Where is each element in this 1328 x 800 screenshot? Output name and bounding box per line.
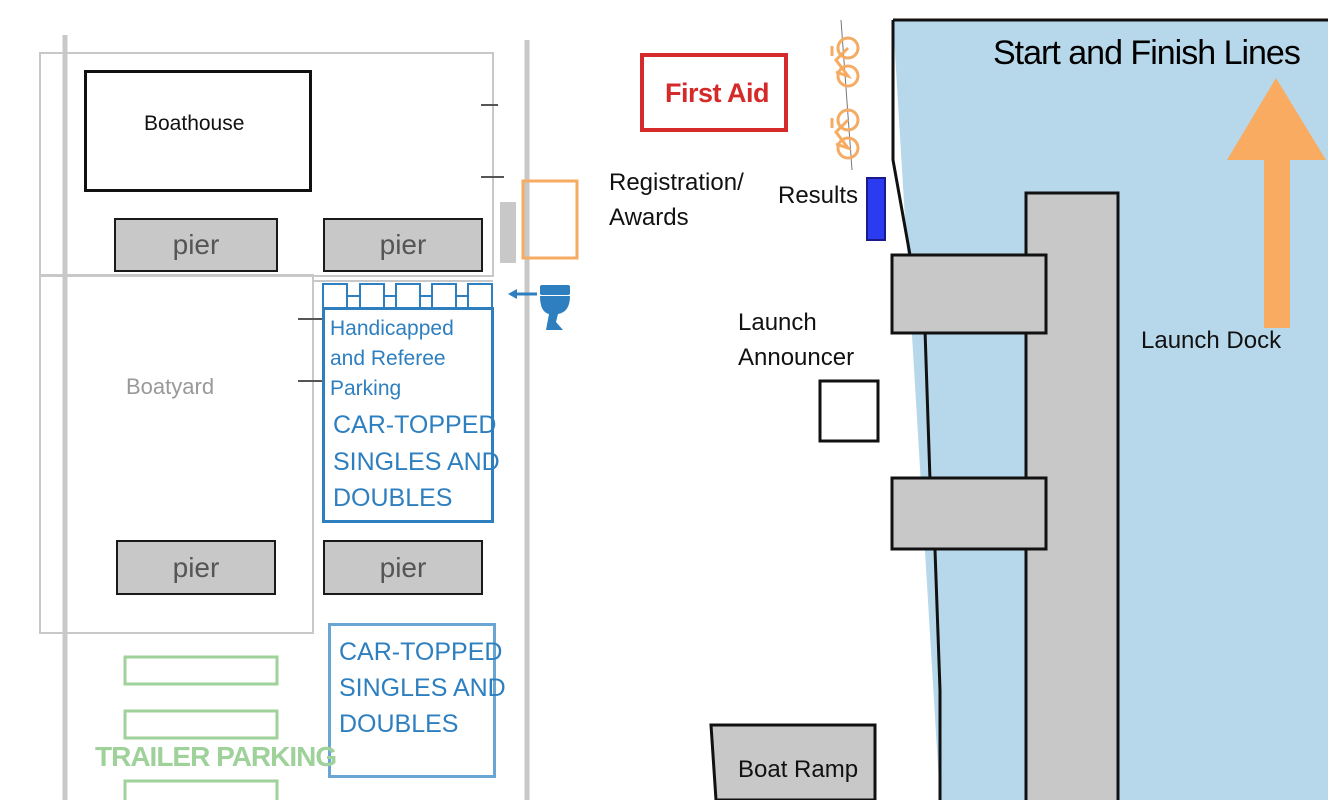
trailer-spot — [123, 779, 279, 800]
trailer-spot — [123, 655, 279, 686]
handicapped-label-line2: and Referee — [330, 347, 446, 370]
boat-ramp-shape — [709, 723, 877, 800]
start-finish-label: Start and Finish Lines — [993, 34, 1301, 72]
pier-bottom-right: pier — [323, 540, 483, 595]
shoreline — [891, 20, 942, 800]
launch-dock-label: Launch Dock — [1141, 327, 1282, 354]
trailer-spot — [123, 709, 279, 740]
boatyard-label: Boatyard — [126, 374, 215, 399]
boathouse-label: Boathouse — [144, 112, 245, 135]
registration-label-line1: Registration/ — [609, 169, 744, 196]
cartopped-label-1-line1: CAR-TOPPED — [333, 411, 497, 439]
announcer-box — [818, 379, 880, 443]
trailer-parking-label: TRAILER PARKING — [95, 741, 337, 772]
boatyard-outline — [39, 274, 314, 634]
left-arrow-icon — [508, 289, 537, 299]
launch-announcer-label-line1: Launch — [738, 309, 817, 336]
results-label: Results — [778, 182, 859, 209]
boat-ramp-label: Boat Ramp — [738, 756, 859, 783]
registration-label-line2: Awards — [609, 204, 689, 231]
handicapped-label-line1: Handicapped — [330, 317, 454, 340]
pier-label: pier — [172, 229, 220, 260]
handicapped-label-line3: Parking — [330, 377, 402, 400]
up-arrow-icon — [1227, 78, 1326, 328]
cartopped-label-2-line2: SINGLES AND — [339, 674, 506, 702]
bicycle-icon — [830, 19, 860, 171]
cartopped-label-2-line3: DOUBLES — [339, 710, 459, 738]
cartopped-label-1-line2: SINGLES AND — [333, 448, 500, 476]
cartopped-parking-area — [328, 623, 496, 778]
first-aid-label: First Aid — [665, 78, 770, 108]
pier-label: pier — [172, 551, 220, 583]
handicapped-parking-area — [322, 307, 494, 523]
toilet-icon — [540, 285, 570, 330]
launch-announcer-label-line2: Announcer — [738, 344, 855, 371]
cartopped-label-1-line3: DOUBLES — [333, 484, 453, 512]
results-marker — [866, 177, 886, 241]
gate-bar — [500, 202, 516, 263]
pier-label: pier — [379, 229, 427, 260]
cartopped-label-2-line1: CAR-TOPPED — [339, 638, 503, 666]
first-aid-box — [640, 53, 788, 132]
pier-bottom-left: pier — [116, 540, 276, 595]
dock-finger-lower — [890, 476, 1048, 551]
dock-finger-upper — [890, 253, 1048, 335]
registration-tent — [521, 179, 579, 260]
pier-top-right: pier — [323, 218, 483, 272]
boathouse — [84, 70, 312, 192]
parking-stalls — [322, 283, 493, 309]
pier-label: pier — [379, 551, 427, 583]
pier-top-left: pier — [114, 218, 278, 272]
